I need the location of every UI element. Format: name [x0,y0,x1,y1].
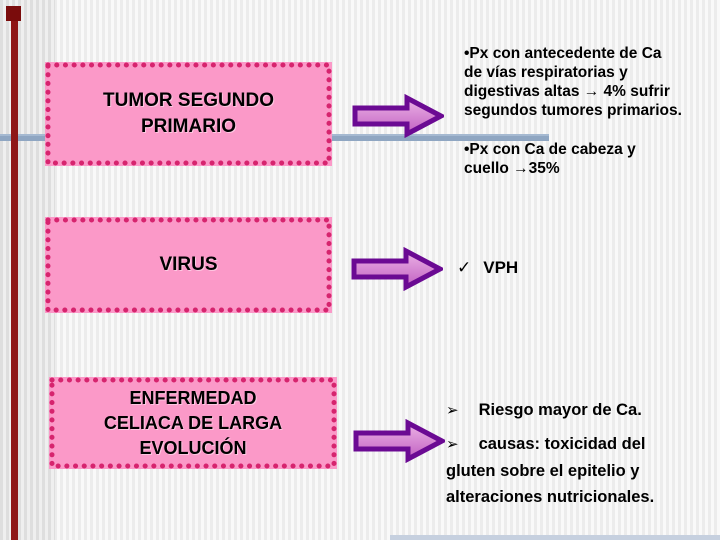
box-label: TUMOR SEGUNDO PRIMARIO [103,88,274,140]
box-label-line: VIRUS [159,254,218,275]
box-label-line: ENFERMEDAD [129,387,257,408]
note-line: digestivas altas → 4% sufrir [464,83,670,100]
note-line: segundos tumores primarios. [464,102,682,119]
arrowhead-bullet-icon: ➢ [446,436,459,453]
note-head-neck: •Px con Ca de cabeza y cuello →35% [464,140,716,178]
block-arrow-icon [352,94,444,138]
dotted-border [49,377,337,469]
box-label-line: PRIMARIO [141,116,236,137]
box-label-line: TUMOR SEGUNDO [103,90,274,111]
box-label: VIRUS [159,252,217,278]
note-line: gluten sobre el epitelio y [446,462,640,480]
note-line: •Px con antecedente de Ca [464,45,662,62]
note-vph: ✓ VPH [457,258,518,278]
note-vph-text: VPH [483,258,519,277]
arrowhead-bullet-icon: ➢ [446,402,459,419]
note-line: causas: toxicidad del [478,435,646,453]
dotted-border [45,217,332,313]
block-arrow-icon [353,419,445,463]
note-second-primary-tumor: •Px con antecedente de Ca de vías respir… [464,44,716,120]
note-line: de vías respiratorias y [464,64,628,81]
note-riesgo-text: Riesgo mayor de Ca. [478,401,642,419]
bottom-divider-line [390,535,720,540]
note-riesgo: ➢ Riesgo mayor de Ca. [446,397,716,424]
box-label: ENFERMEDAD CELIACA DE LARGA EVOLUCIÓN [104,386,282,461]
note-causas: ➢ causas: toxicidad del gluten sobre el … [446,431,716,510]
concept-box-tumor-segundo-primario: TUMOR SEGUNDO PRIMARIO [45,62,332,166]
block-arrow-icon [351,247,443,291]
box-label-line: CELIACA DE LARGA [103,412,283,433]
concept-box-enfermedad-celiaca: ENFERMEDAD CELIACA DE LARGA EVOLUCIÓN [49,377,337,469]
note-causas-first-line: ➢ causas: toxicidad del [446,431,716,458]
red-accent-bar [11,8,18,540]
checkmark-icon: ✓ [457,258,472,277]
dotted-border [45,62,332,166]
concept-box-virus: VIRUS [45,217,332,313]
note-line: •Px con Ca de cabeza y [464,141,636,158]
red-accent-square-icon [6,6,21,21]
note-line: alteraciones nutricionales. [446,488,655,506]
note-line: cuello →35% [464,160,560,177]
box-label-line: EVOLUCIÓN [139,437,247,458]
